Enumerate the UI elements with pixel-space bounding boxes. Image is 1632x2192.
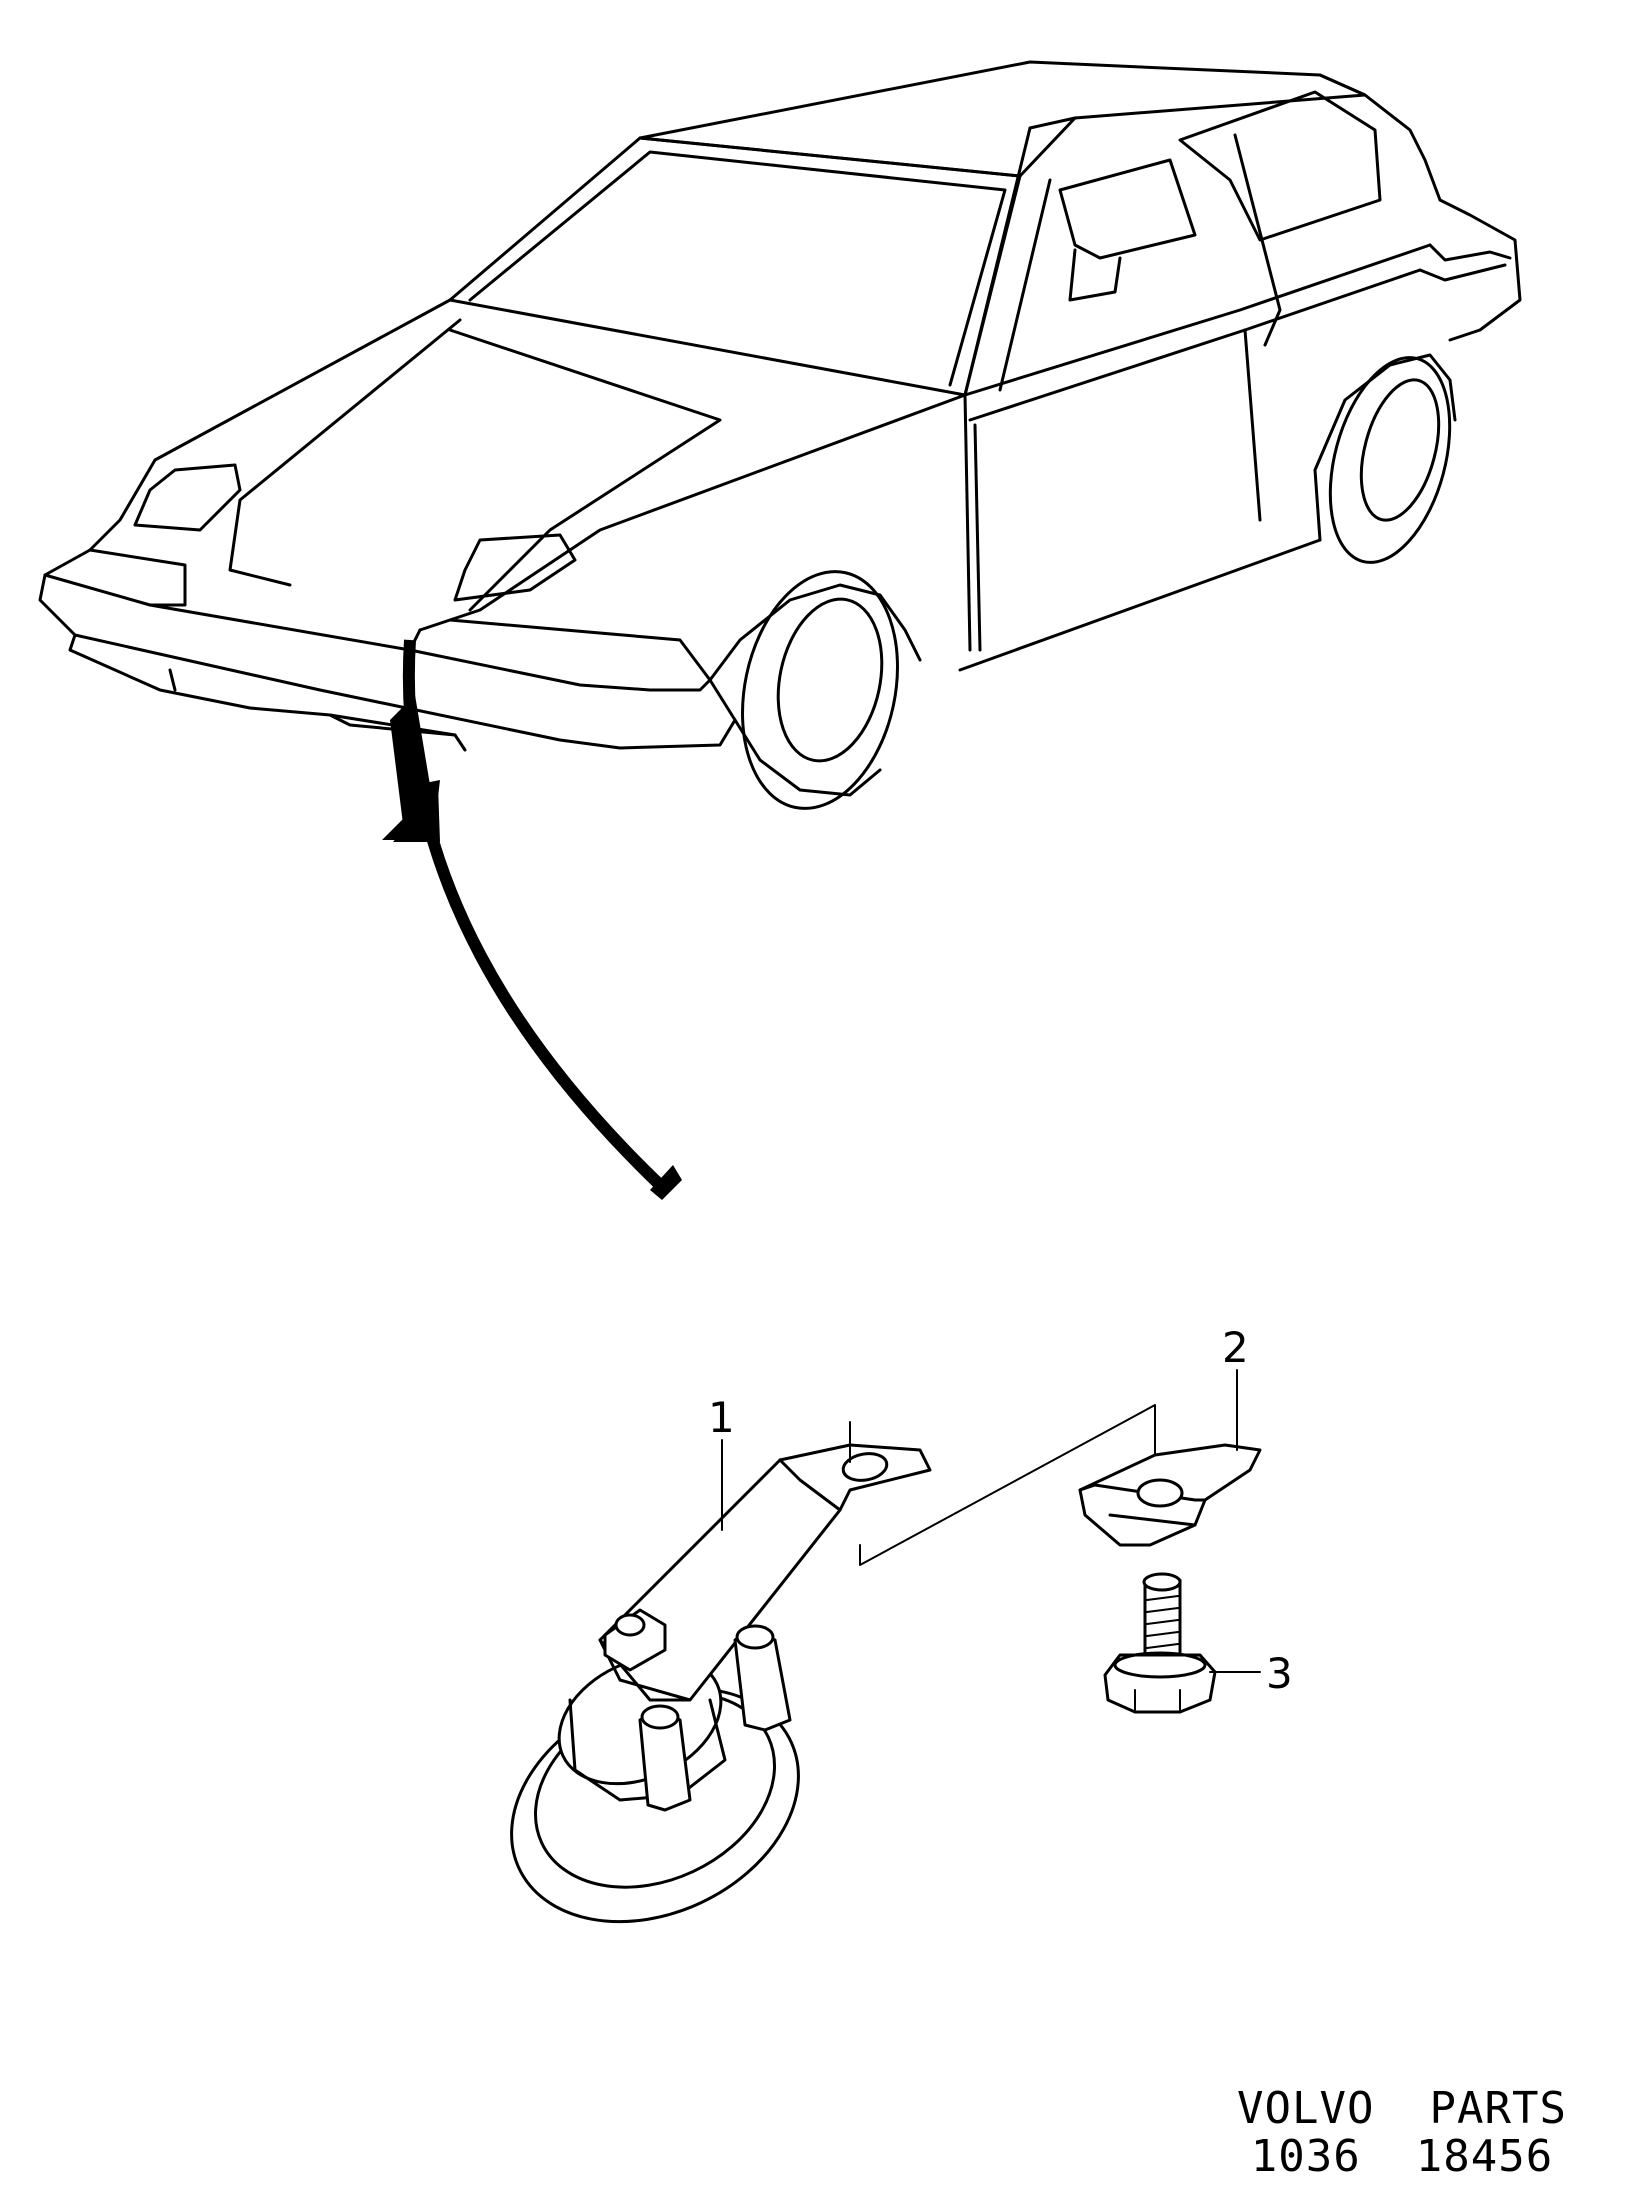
callout-1: 1 [708,1393,735,1531]
parts-reference: VOLVO PARTS 1036 18456 [1202,2085,1602,2181]
reference-number: 1036 18456 [1250,2131,1554,2182]
callout-3-label: 3 [1266,1649,1293,1698]
car-illustration [38,60,1522,810]
location-arrow [382,639,682,1200]
flange-bolt [1103,1572,1217,1714]
callout-3: 3 [1209,1649,1293,1698]
callout-1-label: 1 [708,1393,735,1442]
callout-2: 2 [1222,1323,1249,1451]
horn-assembly [510,1443,932,1924]
brand-label: VOLVO PARTS [1237,2083,1567,2134]
clip-nut [1078,1443,1262,1547]
callout-2-label: 2 [1222,1323,1249,1372]
